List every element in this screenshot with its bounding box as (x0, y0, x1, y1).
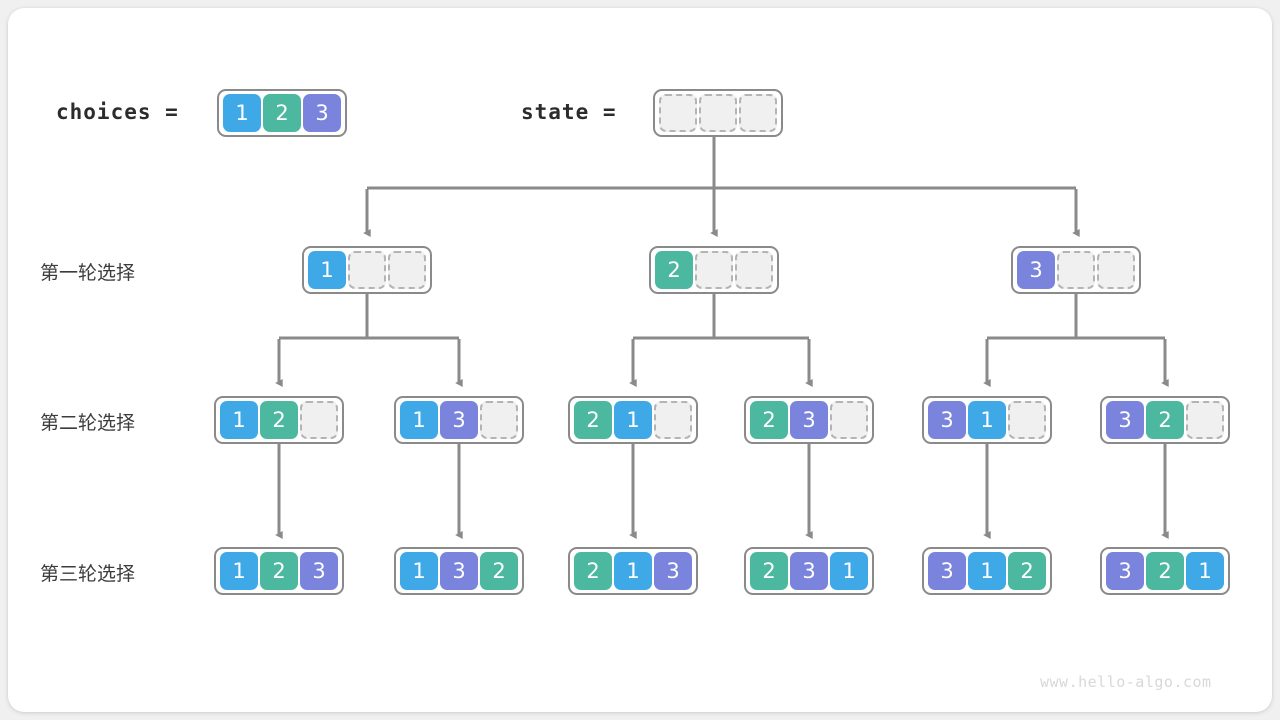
round2-node-5-cell-1: 1 (968, 401, 1006, 439)
round3-node-1-cell-2: 3 (300, 552, 338, 590)
round1-node-3-cell-1 (1057, 251, 1095, 289)
round3-node-6-cell-2: 1 (1186, 552, 1224, 590)
round3-node-2-cell-0: 1 (400, 552, 438, 590)
round1-node-1-cell-0: 1 (308, 251, 346, 289)
round2-node-4-cell-2 (830, 401, 868, 439)
round1-node-2-cell-0: 2 (655, 251, 693, 289)
choices-label: choices = (56, 100, 179, 124)
round1-node-3: 3 (1011, 246, 1141, 294)
round3-node-5-cell-1: 1 (968, 552, 1006, 590)
round2-node-3-cell-2 (654, 401, 692, 439)
round1-node-1-cell-1 (348, 251, 386, 289)
round1-node-2: 2 (649, 246, 779, 294)
round2-node-6-cell-1: 2 (1146, 401, 1184, 439)
round3-node-6-cell-0: 3 (1106, 552, 1144, 590)
watermark: www.hello-algo.com (1040, 673, 1212, 691)
round3-node-4-cell-0: 2 (750, 552, 788, 590)
round2-node-5-cell-0: 3 (928, 401, 966, 439)
round2-node-2-cell-1: 3 (440, 401, 478, 439)
round3-node-5-cell-0: 3 (928, 552, 966, 590)
round3-label: 第三轮选择 (40, 563, 136, 585)
round2-node-1-cell-2 (300, 401, 338, 439)
choices-cell-2: 3 (303, 94, 341, 132)
round3-node-2-cell-1: 3 (440, 552, 478, 590)
round2-node-4-cell-1: 3 (790, 401, 828, 439)
round2-node-6-cell-0: 3 (1106, 401, 1144, 439)
round2-node-1-cell-1: 2 (260, 401, 298, 439)
round2-label: 第二轮选择 (40, 412, 136, 434)
round2-node-5-cell-2 (1008, 401, 1046, 439)
round1-node-3-cell-2 (1097, 251, 1135, 289)
round3-node-4-cell-2: 1 (830, 552, 868, 590)
round1-node-2-cell-2 (735, 251, 773, 289)
round2-node-2-cell-0: 1 (400, 401, 438, 439)
round1-node-2-cell-1 (695, 251, 733, 289)
round2-node-6-cell-2 (1186, 401, 1224, 439)
round1-node-1-cell-2 (388, 251, 426, 289)
round3-node-3-cell-0: 2 (574, 552, 612, 590)
round2-node-3-cell-1: 1 (614, 401, 652, 439)
state-array (653, 89, 783, 137)
choices-cell-1: 2 (263, 94, 301, 132)
round3-node-4-cell-1: 3 (790, 552, 828, 590)
round3-node-1-cell-0: 1 (220, 552, 258, 590)
round2-node-2-cell-2 (480, 401, 518, 439)
round3-node-1-cell-1: 2 (260, 552, 298, 590)
state-cell-1 (699, 94, 737, 132)
state-cell-2 (739, 94, 777, 132)
round1-node-1: 1 (302, 246, 432, 294)
round1-label: 第一轮选择 (40, 262, 136, 284)
state-label: state = (521, 100, 617, 124)
round3-node-6-cell-1: 2 (1146, 552, 1184, 590)
round2-node-4-cell-0: 2 (750, 401, 788, 439)
state-cell-0 (659, 94, 697, 132)
round3-node-3-cell-1: 1 (614, 552, 652, 590)
round3-node-5-cell-2: 2 (1008, 552, 1046, 590)
round2-node-3-cell-0: 2 (574, 401, 612, 439)
round1-node-3-cell-0: 3 (1017, 251, 1055, 289)
round3-node-3-cell-2: 3 (654, 552, 692, 590)
round3-node-2-cell-2: 2 (480, 552, 518, 590)
round2-node-1-cell-0: 1 (220, 401, 258, 439)
connector-layer (275, 132, 1169, 539)
choices-cell-0: 1 (223, 94, 261, 132)
